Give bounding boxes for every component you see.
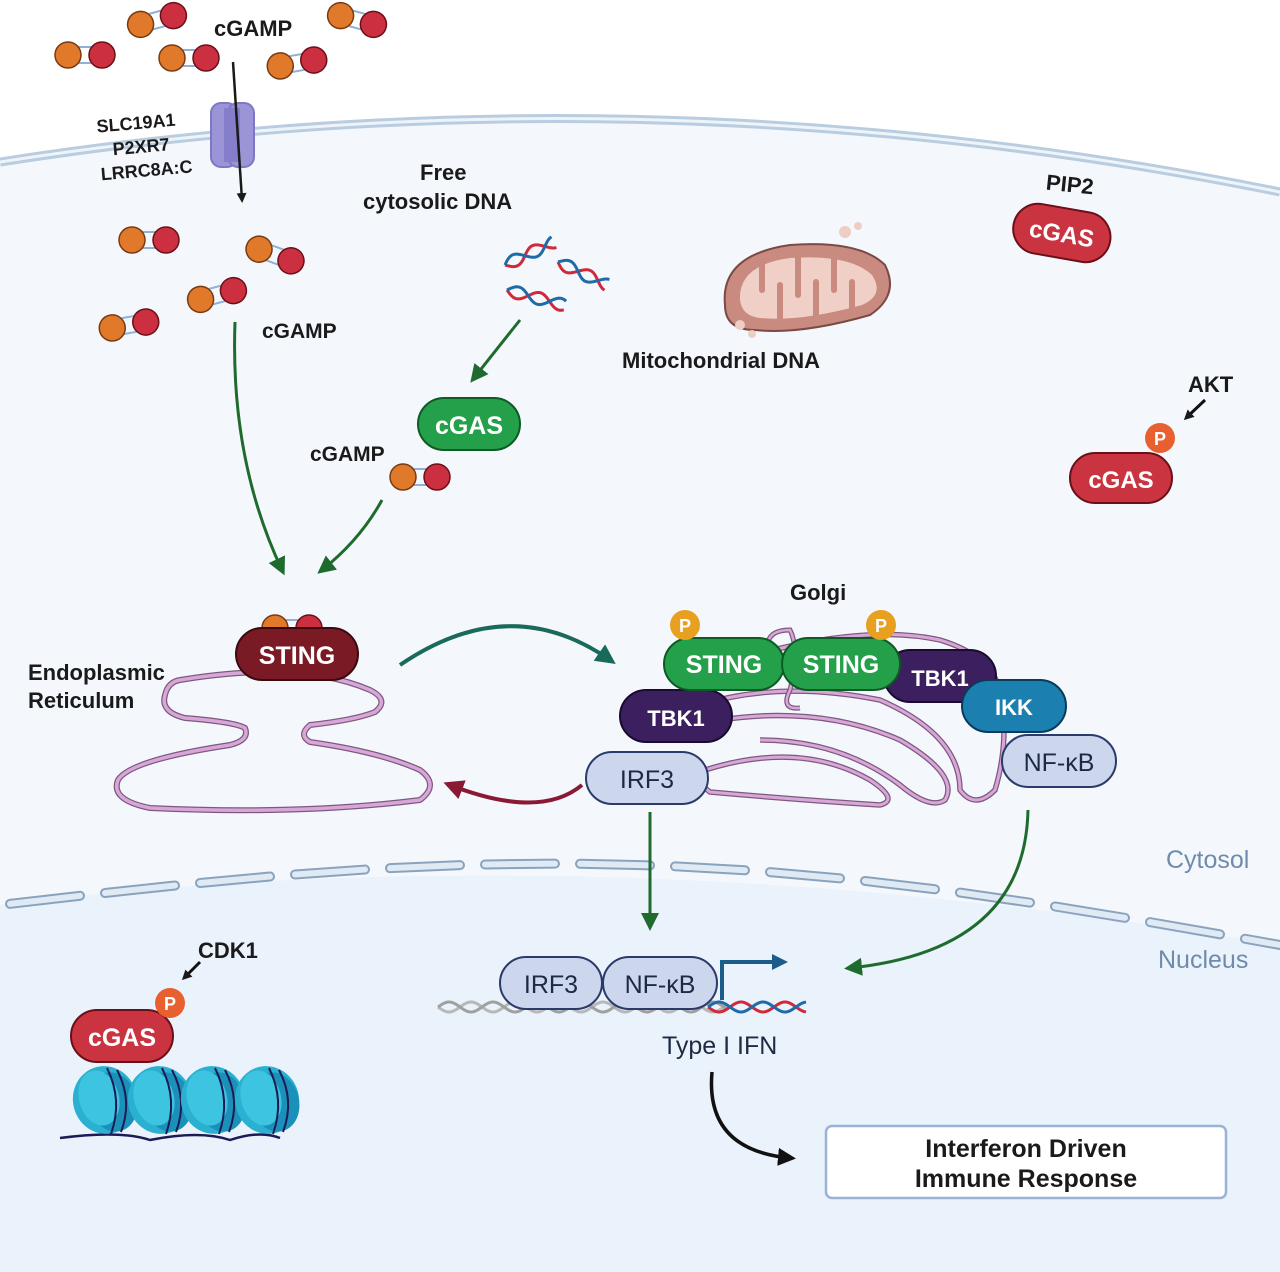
cgamp-molecule-icon — [186, 276, 248, 314]
cgamp-molecule-icon — [54, 41, 116, 69]
mitochondrial-dna-label: Mitochondrial DNA — [622, 348, 820, 373]
nucleosome-chromatin-icon — [59, 1066, 300, 1142]
cgamp-to-sting-arrow-2 — [317, 499, 384, 574]
transporter-label-2: P2XR7 — [112, 134, 171, 159]
nuclear-envelope — [5, 858, 1280, 951]
akt-label: AKT — [1188, 372, 1234, 397]
cytosol-label: Cytosol — [1166, 846, 1249, 874]
tbk1-left-protein: TBK1 — [619, 689, 733, 743]
cgas-nucleus-label: cGAS — [88, 1024, 156, 1052]
nucleus-region — [0, 875, 1280, 1272]
sting-golgi-1-label: STING — [686, 651, 762, 679]
sting-er-label: STING — [259, 642, 335, 670]
irf3-nucleus-label: IRF3 — [524, 971, 578, 999]
type-i-ifn-label: Type I IFN — [662, 1032, 777, 1060]
sting-er-protein: STING — [235, 627, 359, 681]
cgas-akt-label: cGAS — [1088, 467, 1153, 494]
sting-golgi-2-label: STING — [803, 651, 879, 679]
cgamp-molecule-icon — [266, 46, 328, 80]
nucleus-label: Nucleus — [1158, 946, 1248, 974]
membrane-transporter-icon — [210, 102, 255, 168]
cgamp-extracellular-label: cGAMP — [214, 16, 292, 41]
phospho-cdk1-icon — [155, 988, 185, 1018]
cgamp-molecule-icon — [126, 1, 188, 39]
ikk-protein: IKK — [961, 679, 1067, 733]
phospho-sting-1-icon — [670, 610, 700, 640]
cgas-pip2-protein: cGAS — [1012, 202, 1112, 264]
dna-fragments-icon — [503, 235, 610, 312]
er-label-1: Endoplasmic — [28, 660, 165, 685]
dna-to-cgas-arrow — [470, 319, 522, 383]
cgamp-molecules — [54, 1, 451, 642]
golgi-to-er-arrow — [443, 780, 584, 805]
nfkb-golgi-protein: NF-κB — [1001, 734, 1117, 788]
irf3-golgi-protein: IRF3 — [585, 751, 709, 805]
import-arrow — [231, 61, 247, 203]
ikk-label: IKK — [995, 695, 1033, 720]
response-label-1: Interferon Driven — [925, 1135, 1126, 1163]
cgamp-to-sting-arrow-1 — [233, 321, 286, 576]
sting-golgi-2-protein: STING P — [781, 610, 901, 691]
free-dna-label-1: Free — [420, 160, 466, 185]
cgamp-molecule-icon — [245, 235, 305, 275]
cgamp-molecule-icon — [118, 226, 180, 254]
er-to-golgi-arrow — [398, 624, 616, 667]
cgamp-molecule-icon — [158, 44, 220, 72]
irf3-nucleus-protein: IRF3 — [499, 956, 603, 1010]
mitochondrion-icon — [723, 222, 891, 338]
svg-text:P: P — [875, 616, 887, 636]
phospho-akt-icon — [1145, 423, 1175, 453]
cgamp-molecule-icon — [98, 308, 160, 342]
akt-arrow — [1183, 398, 1207, 421]
cgas-akt-protein: cGAS P — [1069, 423, 1175, 504]
immune-response-box: Interferon Driven Immune Response — [824, 1124, 1228, 1200]
response-label-2: Immune Response — [915, 1165, 1137, 1193]
svg-text:P: P — [1154, 429, 1166, 449]
endoplasmic-reticulum-icon — [113, 669, 433, 814]
cgamp-molecule-icon — [389, 463, 451, 491]
cgas-active-label: cGAS — [435, 412, 503, 440]
svg-text:P: P — [679, 616, 691, 636]
tbk1-right-label: TBK1 — [911, 666, 968, 691]
cdk1-arrow — [181, 960, 202, 981]
tbk1-left-label: TBK1 — [647, 706, 704, 731]
phospho-sting-2-icon — [866, 610, 896, 640]
cgamp-cytosol-label: cGAMP — [262, 320, 337, 343]
transporter-label-1: SLC19A1 — [96, 110, 176, 137]
ifn-to-response-arrow — [709, 1071, 796, 1166]
free-dna-label-2: cytosolic DNA — [363, 189, 512, 214]
cgamp-produced-label: cGAMP — [310, 443, 385, 466]
cgamp-molecule-icon — [326, 1, 388, 39]
golgi-label: Golgi — [790, 580, 846, 605]
nfkb-translocation-arrow — [844, 809, 1030, 976]
nfkb-nucleus-protein: NF-κB — [602, 956, 718, 1010]
nfkb-golgi-label: NF-κB — [1024, 749, 1095, 777]
cdk1-label: CDK1 — [198, 938, 258, 963]
cgas-nucleus-protein: cGAS P — [70, 988, 185, 1063]
svg-text:P: P — [164, 994, 176, 1014]
transcription-start-arrow — [720, 954, 788, 1000]
nfkb-nucleus-label: NF-κB — [625, 971, 696, 999]
cgas-active-protein: cGAS — [417, 397, 521, 451]
er-label-2: Reticulum — [28, 688, 134, 713]
pip2-label: PIP2 — [1045, 170, 1095, 200]
irf3-golgi-label: IRF3 — [620, 766, 674, 794]
